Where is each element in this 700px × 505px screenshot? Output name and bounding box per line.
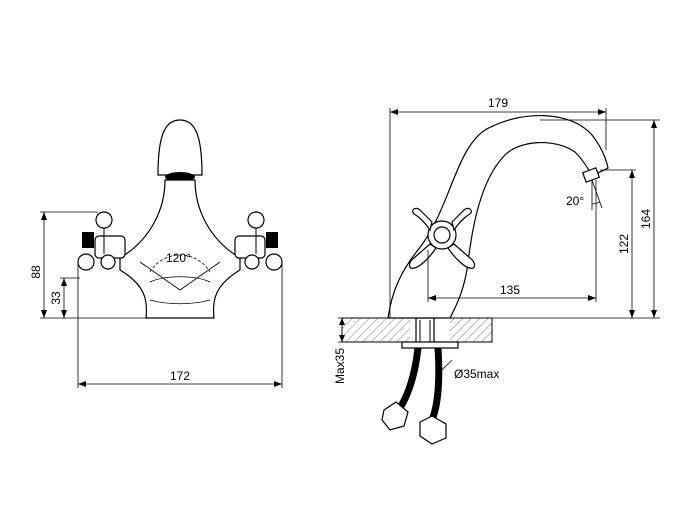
dimension-122-label: 122 (617, 234, 631, 254)
angle-label: 120° (166, 251, 191, 265)
dimension-122: 122 (600, 169, 636, 318)
tilt-angle: 20° (566, 179, 603, 210)
dimension-179: 179 (389, 96, 607, 318)
right-handle (234, 211, 283, 271)
front-body (119, 179, 241, 319)
angle-indicator: 120° (139, 251, 221, 291)
dimension-33: 33 (49, 277, 80, 318)
dimension-164: 164 (540, 119, 660, 318)
side-spout (387, 115, 609, 319)
dimension-33-label: 33 (49, 291, 63, 305)
countertop-section (341, 316, 660, 349)
side-view: Ø35max 179 164 122 (333, 96, 660, 445)
dimension-88: 88 (29, 211, 146, 319)
dimension-172-label: 172 (170, 369, 190, 383)
left-handle (77, 211, 126, 271)
dimension-164-label: 164 (639, 209, 653, 229)
dimension-135-label: 135 (500, 283, 520, 297)
side-handle (408, 207, 476, 269)
dimension-max35-label: Max35 (333, 348, 347, 384)
hole-diameter: Ø35max (439, 359, 499, 381)
hole-diameter-label: Ø35max (454, 367, 499, 381)
dimension-88-label: 88 (29, 265, 43, 279)
tilt-angle-label: 20° (566, 194, 584, 208)
dimension-max35: Max35 (333, 317, 350, 384)
supply-hoses (381, 347, 447, 445)
dimension-179-label: 179 (488, 96, 508, 110)
dimension-135: 135 (427, 180, 597, 302)
front-view: 120° 88 (29, 119, 283, 388)
dimension-172: 172 (77, 262, 283, 388)
front-spout (157, 119, 203, 182)
